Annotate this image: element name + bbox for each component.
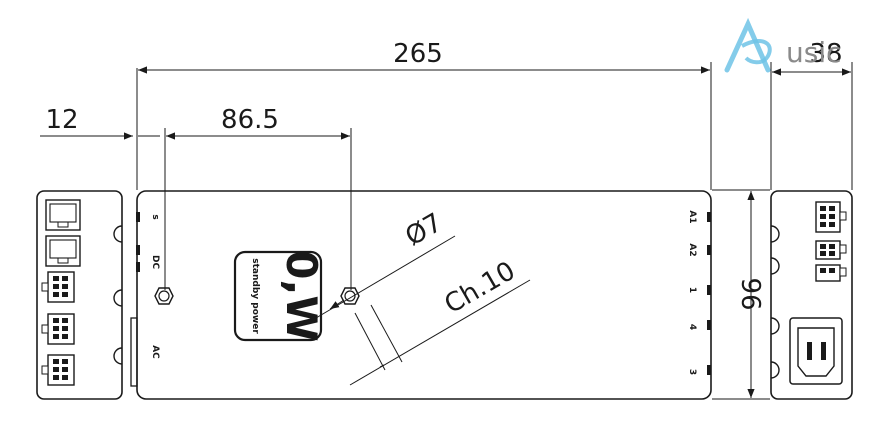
right-end-view	[770, 190, 853, 400]
main-body-view: s DC AC A1 A2 1 4 3 0,W standby power	[130, 190, 712, 400]
dimension-86-5: 86.5	[164, 105, 352, 290]
terminal-3-label: 3	[687, 369, 697, 375]
terminal-4-label: 4	[687, 324, 697, 330]
dimension-chamfer: Ch.10	[349, 256, 531, 386]
dimension-86-5-label: 86.5	[221, 105, 279, 135]
rj-jack-icon	[45, 199, 81, 231]
dimension-38: 38	[770, 39, 853, 190]
hole-diameter-label: Ø7	[400, 208, 447, 252]
connector-icon	[41, 271, 75, 303]
standby-power-text: standby power	[250, 258, 260, 334]
terminal-1-label: 1	[687, 287, 697, 293]
ac-label: AC	[150, 345, 160, 359]
chamfer-label: Ch.10	[440, 256, 521, 320]
connector-icon	[815, 264, 847, 282]
dimension-265: 265	[136, 39, 712, 190]
dimension-12: 12	[40, 105, 160, 140]
terminal-a2-label: A2	[687, 243, 697, 256]
dimension-96: 96	[712, 189, 770, 400]
iec-inlet-icon	[789, 317, 843, 385]
terminal-a1-label: A1	[687, 210, 697, 223]
brand-logo-text: usic	[786, 36, 842, 69]
dc-label: DC	[150, 255, 160, 269]
connector-icon	[815, 240, 847, 260]
dimension-12-label: 12	[45, 105, 78, 135]
connector-icon	[41, 313, 75, 345]
dimension-96-label: 96	[735, 277, 765, 310]
left-end-view	[36, 190, 123, 400]
connector-icon	[815, 201, 847, 233]
brand-logo: usic	[724, 17, 842, 73]
hex-bolt-icon	[154, 287, 174, 305]
standby-power-value: 0,W	[277, 250, 326, 342]
terminal-s-label: s	[150, 214, 160, 219]
hex-bolt-icon	[340, 287, 360, 305]
dimension-265-label: 265	[393, 39, 443, 69]
standby-power-badge: 0,W standby power	[233, 250, 326, 342]
rj-jack-icon	[45, 235, 81, 267]
dimension-hole-diameter: Ø7	[315, 208, 456, 319]
dimension-38-label: 38	[809, 39, 842, 69]
connector-icon	[41, 354, 75, 386]
